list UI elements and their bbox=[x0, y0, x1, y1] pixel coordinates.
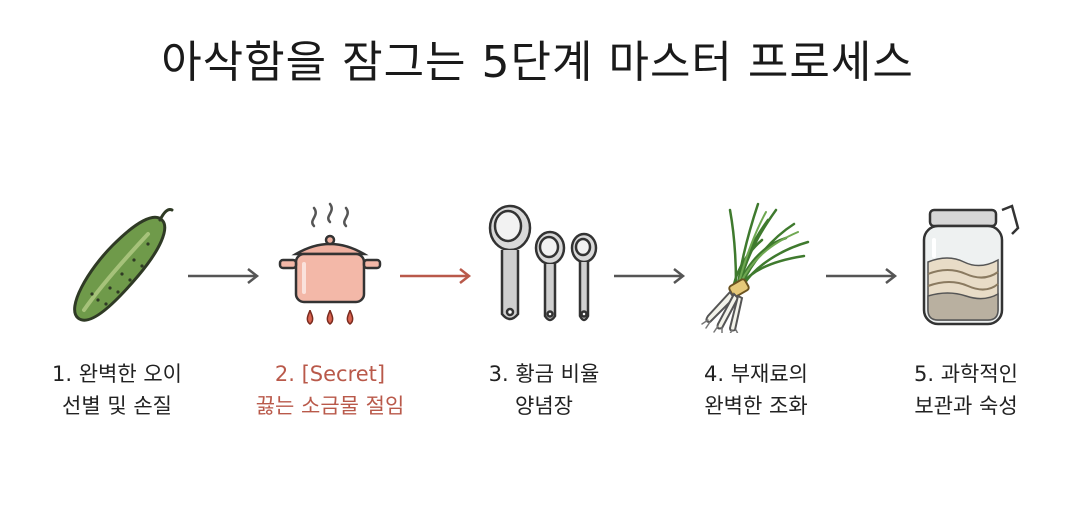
step-3-title: 3. 황금 비율 bbox=[488, 362, 600, 386]
page-title: 아삭함을 잠그는 5단계 마스터 프로세스 bbox=[161, 37, 914, 88]
boiling-pot-icon bbox=[278, 202, 382, 325]
step-4-title: 4. 부재료의 bbox=[704, 362, 808, 386]
step-4-subtitle: 완벽한 조화 bbox=[704, 394, 808, 418]
step-1-label: 1. 완벽한 오이 선별 및 손질 bbox=[17, 358, 217, 422]
cucumber-icon bbox=[73, 208, 174, 322]
measuring-spoons-icon bbox=[488, 204, 598, 322]
step-1-subtitle: 선별 및 손질 bbox=[62, 394, 172, 418]
storage-jar-icon bbox=[922, 204, 1020, 326]
step-3-subtitle: 양념장 bbox=[515, 394, 573, 418]
arrow-right-icon bbox=[400, 268, 472, 284]
arrow-right-icon bbox=[826, 268, 898, 284]
step-3-label: 3. 황금 비율 양념장 bbox=[444, 358, 644, 422]
step-5-label: 5. 과학적인 보관과 숙성 bbox=[866, 358, 1066, 422]
step-2-subtitle: 끓는 소금물 절임 bbox=[255, 394, 405, 418]
arrow-right-icon bbox=[614, 268, 686, 284]
step-1-title: 1. 완벽한 오이 bbox=[52, 362, 182, 386]
step-2-label: 2. [Secret] 끓는 소금물 절임 bbox=[230, 358, 430, 422]
chives-icon bbox=[701, 202, 810, 333]
step-2-title: 2. [Secret] bbox=[274, 362, 386, 386]
arrow-right-icon bbox=[188, 268, 260, 284]
step-4-label: 4. 부재료의 완벽한 조화 bbox=[656, 358, 856, 422]
step-5-title: 5. 과학적인 bbox=[914, 362, 1018, 386]
step-5-subtitle: 보관과 숙성 bbox=[914, 394, 1018, 418]
